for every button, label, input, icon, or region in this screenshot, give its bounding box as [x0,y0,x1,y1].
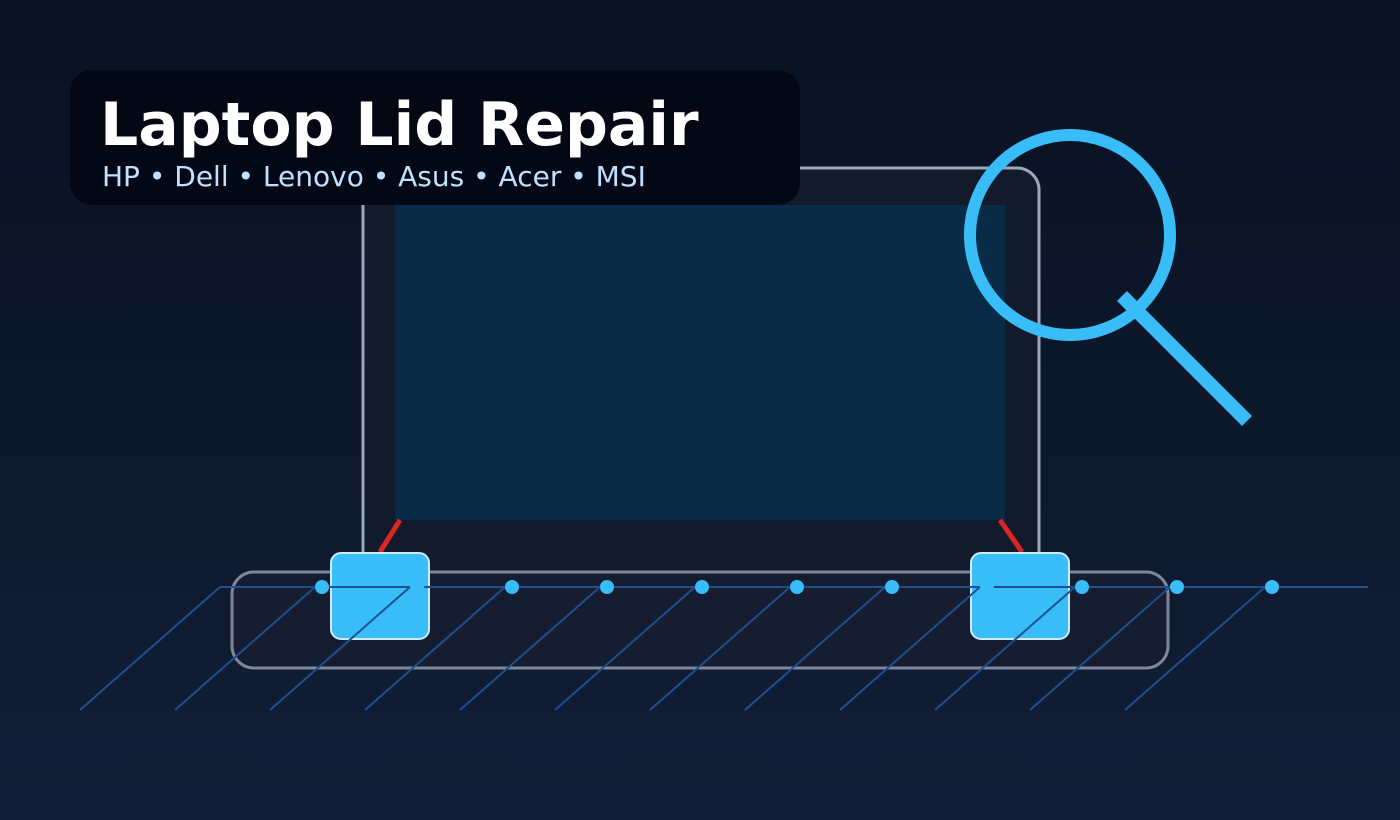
grid-line [744,586,886,711]
hinge-icon-right [970,552,1070,640]
grid-node-dot [1170,580,1184,594]
grid-node-dot [790,580,804,594]
grid-line [1029,586,1171,711]
hinge-crack-right [997,518,1025,554]
grid-line [459,586,601,711]
title-card: Laptop Lid Repair HP • Dell • Lenovo • A… [70,70,800,205]
grid-node-dot [410,580,424,594]
grid-node-dot [600,580,614,594]
grid-line [839,586,981,711]
grid-line [79,586,221,711]
grid-node-dot [885,580,899,594]
laptop-icon [230,166,1170,670]
grid-line [1124,586,1266,711]
laptop-screen [395,205,1005,520]
grid-node-dot [980,580,994,594]
grid-line [934,586,1076,711]
grid-node-dot [695,580,709,594]
laptop-base [230,570,1170,670]
grid-node-dot [505,580,519,594]
magnifying-glass-icon [964,129,1252,426]
grid-node-dot [1075,580,1089,594]
grid-line [554,586,696,711]
grid-line [364,586,506,711]
magnifier-lens [964,129,1176,341]
grid-line [269,586,411,711]
hinge-crack-left [377,518,403,554]
hinge-icon-left [330,552,430,640]
grid-node-dot [1265,580,1279,594]
magnifier-handle [1117,291,1252,426]
brand-list: HP • Dell • Lenovo • Asus • Acer • MSI [102,160,646,193]
perspective-grid [79,580,1368,711]
grid-line [649,586,791,711]
page-title: Laptop Lid Repair [100,90,699,160]
grid-line [174,586,316,711]
grid-node-dot [315,580,329,594]
